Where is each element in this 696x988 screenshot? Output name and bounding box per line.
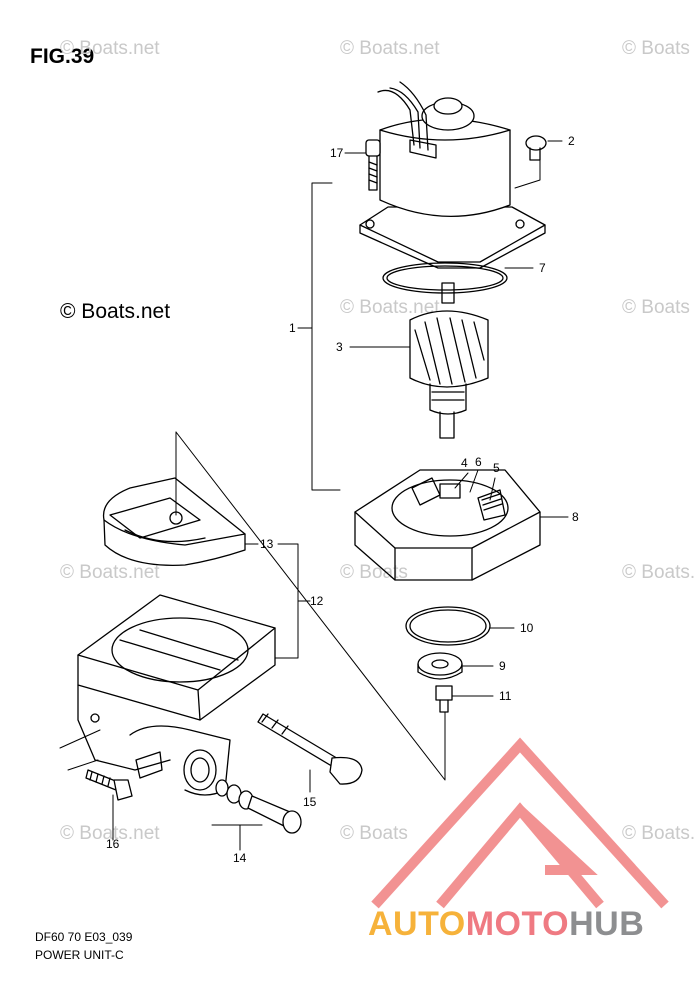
watermark: © Boats.net xyxy=(340,38,440,59)
callout-2: 2 xyxy=(568,134,575,148)
callout-10: 10 xyxy=(520,621,534,635)
watermark: © Boats xyxy=(622,297,690,318)
bolt-15 xyxy=(257,713,363,785)
callout-13: 13 xyxy=(260,537,274,551)
brand-part-moto: MOTO xyxy=(465,905,570,943)
motor-housing xyxy=(359,81,546,269)
callout-1: 1 xyxy=(289,321,296,335)
automotohub-logo-icon xyxy=(371,737,669,909)
figure-title: FIG.39 xyxy=(30,45,95,68)
callout-16: 16 xyxy=(106,837,120,851)
seal-9 xyxy=(417,652,463,680)
brush-holder-8 xyxy=(354,469,541,581)
callout-leaders xyxy=(59,140,569,851)
copyright-notice: © Boats.net xyxy=(60,300,171,323)
callout-17: 17 xyxy=(330,146,344,160)
bolt-17 xyxy=(365,139,381,191)
o-ring-7 xyxy=(382,262,508,294)
callout-6: 6 xyxy=(475,455,482,469)
watermark: © Boats.net xyxy=(622,823,696,844)
callout-5: 5 xyxy=(493,461,500,475)
o-ring-10 xyxy=(405,606,491,646)
watermark: © Boats.net xyxy=(622,562,696,583)
callout-7: 7 xyxy=(539,261,546,275)
valve-14 xyxy=(215,779,302,834)
screw-2 xyxy=(525,135,547,161)
figure-code: DF60 70 E03_039 xyxy=(35,930,133,944)
callout-8: 8 xyxy=(572,510,579,524)
callout-15: 15 xyxy=(303,795,317,809)
watermark: © Boats.net xyxy=(60,38,160,59)
watermark: © Boats xyxy=(622,38,690,59)
callout-3: 3 xyxy=(336,340,343,354)
callout-9: 9 xyxy=(499,659,506,673)
callout-14: 14 xyxy=(233,851,247,865)
watermark: © Boats xyxy=(340,562,408,583)
bolt-16 xyxy=(85,769,133,801)
pin-11 xyxy=(435,685,453,713)
brand-part-auto: AUTO xyxy=(368,905,466,943)
callout-4: 4 xyxy=(461,456,468,470)
watermark: © Boats xyxy=(340,823,408,844)
brand-part-hub: HUB xyxy=(569,905,645,943)
pump-body-12 xyxy=(77,594,276,796)
automotohub-wordmark: AUTOMOTOHUB xyxy=(368,905,644,944)
callout-11: 11 xyxy=(499,689,512,703)
watermark: © Boats.net xyxy=(340,297,440,318)
figure-name: POWER UNIT-C xyxy=(35,948,124,962)
armature-3 xyxy=(409,282,489,439)
valve-plate-13 xyxy=(102,477,246,566)
watermark: © Boats.net xyxy=(60,823,160,844)
watermark: © Boats.net xyxy=(60,562,160,583)
callout-12: 12 xyxy=(310,594,324,608)
